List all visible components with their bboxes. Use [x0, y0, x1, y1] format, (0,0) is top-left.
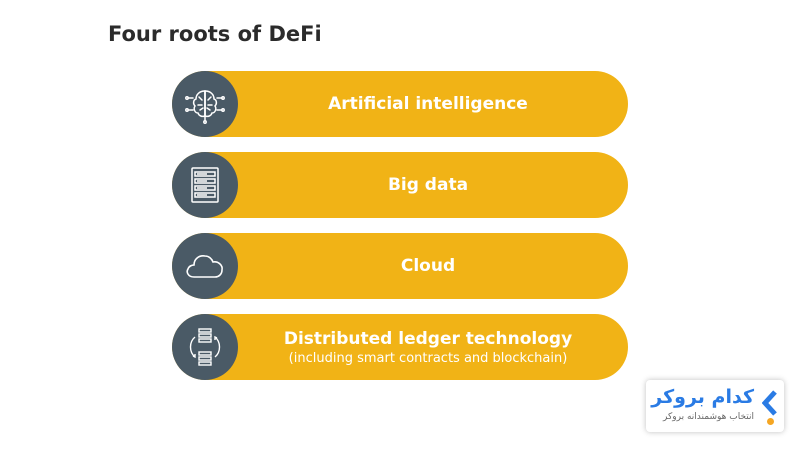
item-label: Artificial intelligence — [328, 94, 528, 114]
watermark-logo: کدام بروکر انتخاب هوشمندانه بروکر — [646, 380, 784, 432]
root-item-dlt: Distributed ledger technology (including… — [172, 314, 628, 380]
logo-brand-text: کدام بروکر — [651, 386, 754, 408]
root-item-big-data: Big data — [172, 152, 628, 218]
root-item-cloud: Cloud — [172, 233, 628, 299]
ai-brain-icon — [172, 71, 238, 137]
ledger-sync-icon — [172, 314, 238, 380]
kadam-broker-logo-icon — [762, 390, 777, 416]
logo-tagline: انتخاب هوشمندانه بروکر — [663, 412, 754, 422]
logo-dot-icon — [767, 418, 774, 425]
root-item-ai: Artificial intelligence — [172, 71, 628, 137]
item-label: Cloud — [400, 256, 456, 276]
diagram-title: Four roots of DeFi — [108, 22, 322, 46]
cloud-icon — [172, 233, 238, 299]
item-label: Big data — [387, 175, 469, 195]
server-rack-icon — [172, 152, 238, 218]
item-label: Distributed ledger technology — [283, 328, 573, 349]
item-sublabel: (including smart contracts and blockchai… — [288, 350, 568, 366]
